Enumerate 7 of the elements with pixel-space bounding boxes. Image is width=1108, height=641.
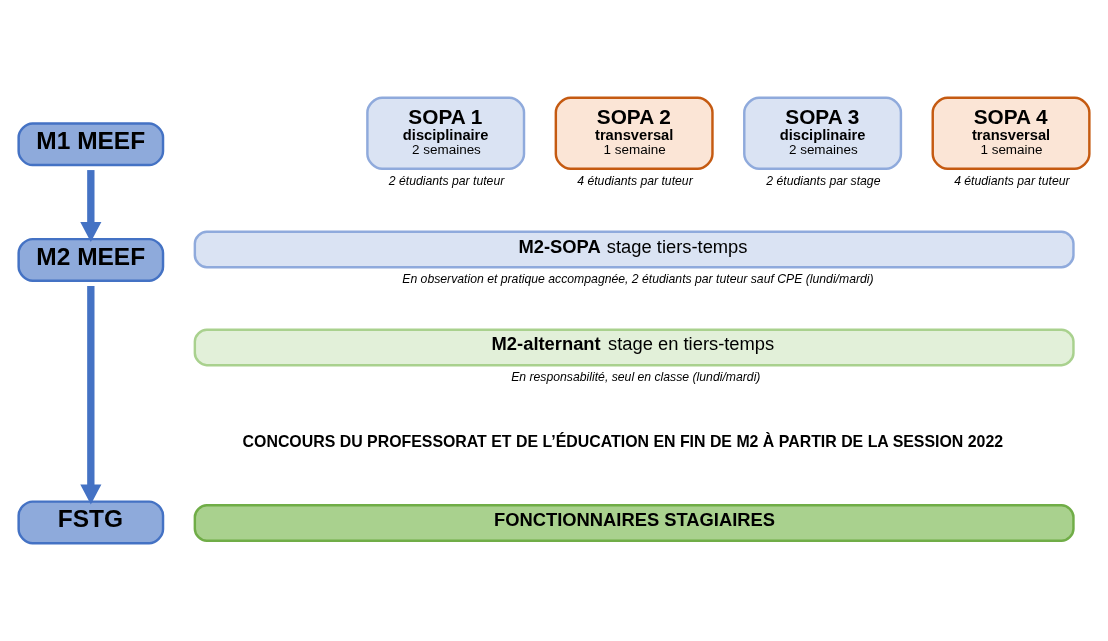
label: CONCOURS DU PROFESSORAT ET DE L’ÉDUCATION EN FIN DE M2 À PARTIR DE LA SESSION 2022 [242, 433, 1004, 451]
node-label: 4 étudiants par tuteur [577, 173, 693, 188]
node-label: 2 étudiants par tuteur [388, 173, 505, 188]
node-label: 4 étudiants par tuteur [954, 173, 1070, 188]
node-label: 2 étudiants par stage [766, 173, 881, 188]
node-label: En observation et pratique accompagnée, 2 étudiants par tuteur sauf CPE (lundi/mardi) [402, 272, 874, 287]
node-label: En responsabilité, seul en classe (lundi/mardi) [511, 370, 761, 385]
